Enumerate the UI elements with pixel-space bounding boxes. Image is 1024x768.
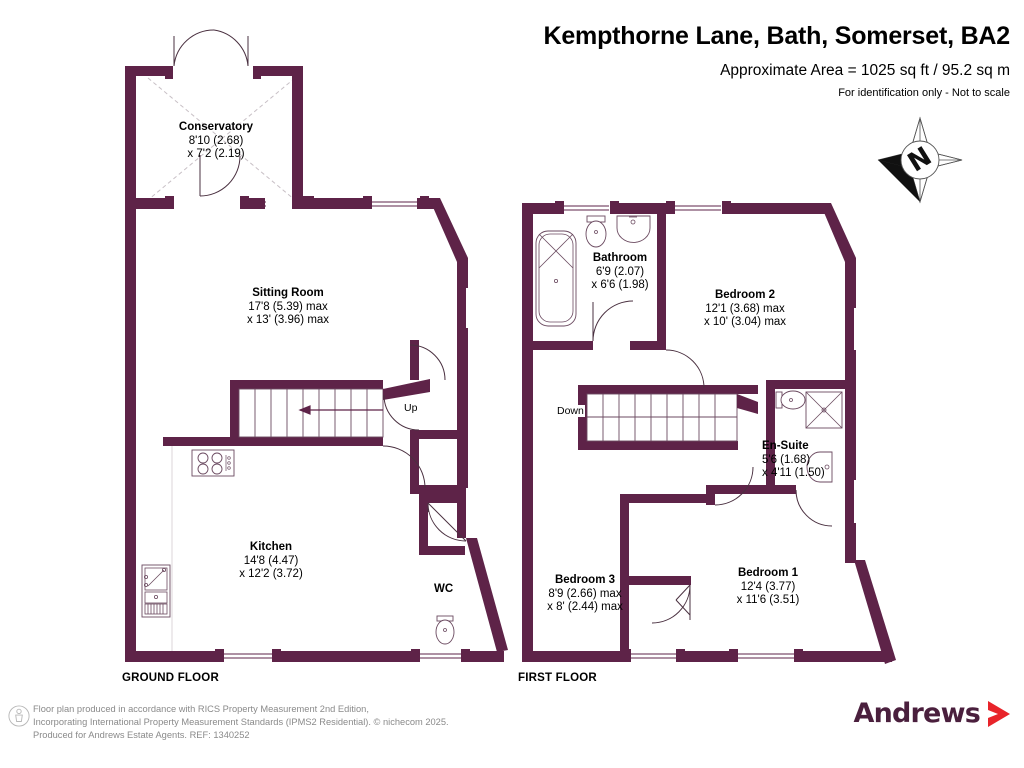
room-label-sitting-room: Sitting Room 17'8 (5.39) max x 13' (3.96… bbox=[218, 287, 358, 328]
conservatory-door[interactable] bbox=[199, 155, 241, 197]
kitchen-sink bbox=[141, 564, 171, 618]
footer-line-2: Incorporating International Property Mea… bbox=[33, 717, 449, 728]
room-dim-2: x 13' (3.96) max bbox=[246, 314, 330, 327]
north-arrow-icon: N bbox=[877, 116, 963, 204]
conservatory-walls bbox=[125, 66, 314, 209]
room-name: Bedroom 3 bbox=[554, 574, 616, 586]
first-internal-walls bbox=[533, 214, 846, 654]
footer-line-3: Produced for Andrews Estate Agents. REF:… bbox=[33, 730, 250, 741]
ground-outer-walls bbox=[125, 196, 508, 662]
stair-direction-down: Down bbox=[556, 405, 585, 417]
ensuite-basin bbox=[806, 451, 833, 483]
footer-line-1: Floor plan produced in accordance with R… bbox=[33, 704, 369, 714]
room-dim-2: x 8' (2.44) max bbox=[547, 601, 623, 614]
ground-internal-walls bbox=[163, 340, 465, 555]
plan-header: Kempthorne Lane, Bath, Somerset, BA2 App… bbox=[543, 22, 1010, 99]
room-name: Kitchen bbox=[249, 541, 293, 553]
kitchen-hob bbox=[191, 449, 235, 477]
room-dim-1: 17'8 (5.39) max bbox=[248, 300, 328, 313]
room-dim-1: 6'9 (2.07) bbox=[595, 265, 645, 278]
room-dim-1: 12'4 (3.77) bbox=[740, 580, 796, 593]
room-label-bedroom-3: Bedroom 3 8'9 (2.66) max x 8' (2.44) max bbox=[530, 574, 640, 615]
bathroom-toilet bbox=[585, 215, 607, 248]
footer-disclaimer: Floor plan produced in accordance with R… bbox=[33, 703, 449, 743]
room-dim-2: x 7'2 (2.19) bbox=[187, 148, 245, 161]
room-label-bedroom-2: Bedroom 2 12'1 (3.68) max x 10' (3.04) m… bbox=[685, 289, 805, 330]
room-label-bathroom: Bathroom 6'9 (2.07) x 6'6 (1.98) bbox=[570, 252, 670, 293]
chevron-right-icon bbox=[988, 700, 1010, 727]
room-name: En-Suite bbox=[762, 440, 809, 452]
room-name: Bedroom 2 bbox=[714, 289, 776, 301]
disclaimer-text: For identification only - Not to scale bbox=[838, 87, 1010, 99]
ensuite-toilet bbox=[775, 390, 806, 410]
first-staircase bbox=[586, 393, 758, 442]
room-name: Conservatory bbox=[178, 121, 254, 133]
andrews-logo[interactable]: Andrews bbox=[854, 698, 1013, 729]
room-label-conservatory: Conservatory 8'10 (2.68) x 7'2 (2.19) bbox=[156, 121, 276, 162]
room-name: Bedroom 1 bbox=[737, 567, 799, 579]
room-dim-2: x 4'11 (1.50) bbox=[762, 467, 825, 480]
room-name: Sitting Room bbox=[252, 287, 324, 299]
first-floor-plan bbox=[522, 201, 896, 664]
room-label-kitchen: Kitchen 14'8 (4.47) x 12'2 (3.72) bbox=[211, 541, 331, 582]
floor-label-ground: GROUND FLOOR bbox=[122, 672, 219, 684]
room-dim-2: x 12'2 (3.72) bbox=[239, 568, 303, 581]
ground-floor-plan bbox=[125, 29, 508, 662]
room-label-bedroom-1: Bedroom 1 12'4 (3.77) x 11'6 (3.51) bbox=[708, 567, 828, 608]
first-outer-walls bbox=[522, 201, 896, 664]
ground-staircase bbox=[238, 379, 430, 438]
room-dim-2: x 6'6 (1.98) bbox=[591, 279, 649, 292]
room-dim-2: x 11'6 (3.51) bbox=[736, 594, 800, 607]
room-dim-2: x 10' (3.04) max bbox=[703, 316, 787, 329]
floor-label-first: FIRST FLOOR bbox=[518, 672, 597, 684]
page-title: Kempthorne Lane, Bath, Somerset, BA2 bbox=[543, 22, 1010, 50]
ground-window-lines bbox=[224, 201, 466, 659]
conservatory-window-lines bbox=[136, 69, 302, 207]
room-dim-1: 5'6 (1.68) bbox=[762, 453, 811, 466]
stair-direction-up: Up bbox=[403, 402, 419, 414]
logo-text: Andrews bbox=[853, 698, 981, 729]
bathroom-bath bbox=[535, 230, 577, 327]
room-dim-1: 12'1 (3.68) max bbox=[705, 302, 785, 315]
bathroom-basin bbox=[616, 215, 651, 243]
room-label-en-suite: En-Suite 5'6 (1.68) x 4'11 (1.50) bbox=[762, 440, 862, 481]
first-door-swings[interactable] bbox=[592, 300, 833, 624]
conservatory-french-doors[interactable] bbox=[173, 29, 249, 67]
conservatory-roof-lines bbox=[147, 77, 296, 201]
room-label-wc: WC bbox=[434, 583, 454, 595]
room-name: Bathroom bbox=[592, 252, 648, 264]
wc-toilet bbox=[435, 615, 455, 645]
rics-person-icon bbox=[8, 705, 30, 727]
ensuite-shower bbox=[805, 391, 843, 429]
ground-door-swings[interactable] bbox=[382, 344, 467, 542]
first-window-lines bbox=[564, 205, 854, 659]
room-dim-1: 8'9 (2.66) max bbox=[548, 587, 622, 600]
room-dim-1: 8'10 (2.68) bbox=[188, 134, 244, 147]
approximate-area-text: Approximate Area = 1025 sq ft / 95.2 sq … bbox=[720, 62, 1010, 79]
room-dim-1: 14'8 (4.47) bbox=[243, 554, 299, 567]
